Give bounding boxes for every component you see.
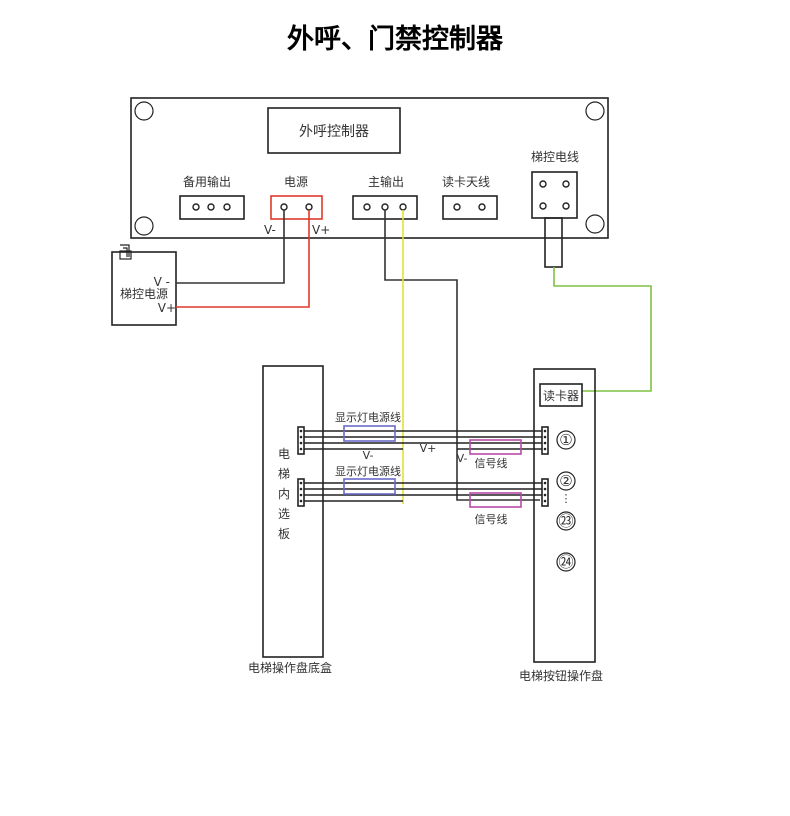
power-supply-plus: V+ xyxy=(158,301,176,315)
pin-icon xyxy=(223,203,231,211)
floor-button-2[interactable]: ② xyxy=(556,471,576,491)
power-label: 电源 xyxy=(284,175,308,189)
card-antenna-label: 读卡天线 xyxy=(442,175,490,189)
v-minus-left-label: V- xyxy=(363,449,374,462)
inner-panel-char: 选 xyxy=(278,507,290,521)
floor-button-23[interactable]: ㉓ xyxy=(556,511,576,531)
floor-button-label: ② xyxy=(559,472,572,490)
inner-panel-char: 板 xyxy=(278,527,290,541)
backup-output-port xyxy=(179,195,245,220)
floor-button-1[interactable]: ① xyxy=(556,430,576,450)
display-power-label-1: 显示灯电源线 xyxy=(335,410,401,424)
backup-output-label: 备用输出 xyxy=(183,174,231,189)
floor-button-24[interactable]: ㉔ xyxy=(556,552,576,572)
pin-icon xyxy=(539,180,547,188)
inner-panel-char: 内 xyxy=(278,487,290,501)
power-plus-wire xyxy=(176,210,310,308)
signal-label-1: 信号线 xyxy=(475,456,508,470)
power-supply-minus: V - xyxy=(154,275,170,289)
floor-button-label: ㉓ xyxy=(558,512,573,530)
button-circle-icon xyxy=(556,430,576,450)
plug-icon xyxy=(119,244,132,260)
display-power-box-1 xyxy=(343,425,396,442)
button-panel-caption: 电梯按钮操作盘 xyxy=(519,668,603,683)
mount-hole-icon xyxy=(585,214,605,234)
signal-box-2 xyxy=(469,492,522,508)
pin-icon xyxy=(562,202,570,210)
mount-hole-icon xyxy=(134,216,154,236)
pin-icon xyxy=(305,203,313,211)
main-output-black-wire xyxy=(384,210,540,501)
signal-label-2: 信号线 xyxy=(475,512,508,526)
elevator-control-plug xyxy=(544,217,563,268)
power-port xyxy=(270,195,323,220)
pin-icon xyxy=(280,203,288,211)
floor-button-label: ① xyxy=(559,431,572,449)
inner-panel-char: 电 xyxy=(278,447,290,461)
mount-hole-icon xyxy=(585,101,605,121)
card-reader-label: 读卡器 xyxy=(543,389,579,403)
floor-button-label: ㉔ xyxy=(558,553,573,571)
display-power-label-2: 显示灯电源线 xyxy=(335,464,401,478)
elevator-control-connector xyxy=(531,171,578,219)
pin-icon xyxy=(381,203,389,211)
button-ellipsis: ⋮ xyxy=(561,492,572,505)
button-panel: 读卡器 ① ② ⋮ ㉓ ㉔ 电梯按钮操作盘 xyxy=(519,368,603,683)
inner-panel-outline xyxy=(262,365,324,658)
power-supply: V - 梯控电源 V+ xyxy=(111,244,177,326)
card-antenna-port xyxy=(442,195,498,220)
pin-icon xyxy=(562,180,570,188)
pin-icon xyxy=(192,203,200,211)
button-panel-outline xyxy=(533,368,596,663)
pin-icon xyxy=(363,203,371,211)
pin-icon xyxy=(453,203,461,211)
button-circle-icon xyxy=(556,471,576,491)
card-reader-wire xyxy=(553,267,652,392)
inner-panel: 电 梯 内 选 板 电梯操作盘底盒 xyxy=(248,365,332,675)
button-circle-icon xyxy=(556,511,576,531)
elevator-control-line-label: 梯控电线 xyxy=(531,150,579,164)
card-reader-box xyxy=(539,383,583,407)
controller-board: 外呼控制器 备用输出 电源 V- V+ 主输出 读卡天线 梯控电线 xyxy=(130,97,609,268)
inner-panel-char: 梯 xyxy=(278,467,290,481)
pin-icon xyxy=(399,203,407,211)
power-supply-name: 梯控电源 xyxy=(120,287,168,301)
power-supply-outline xyxy=(111,251,177,326)
display-power-box-2 xyxy=(343,478,396,495)
harness-connector-right-1 xyxy=(541,426,549,455)
page-title: 外呼、门禁控制器 xyxy=(287,24,504,55)
pin-icon xyxy=(539,202,547,210)
pin-icon xyxy=(478,203,486,211)
power-plus-label: V+ xyxy=(312,223,330,237)
main-output-label: 主输出 xyxy=(368,174,404,189)
harness-connector-left-2 xyxy=(297,478,305,507)
signal-box-1 xyxy=(469,439,522,455)
v-plus-label: V+ xyxy=(420,442,437,455)
controller-name-box xyxy=(267,107,401,154)
button-circle-icon xyxy=(556,552,576,572)
controller-outline xyxy=(130,97,609,239)
harness-connector-left-1 xyxy=(297,426,305,455)
inner-panel-caption: 电梯操作盘底盒 xyxy=(248,660,332,675)
controller-name: 外呼控制器 xyxy=(299,124,369,140)
mount-hole-icon xyxy=(134,101,154,121)
v-minus-right-label: V- xyxy=(457,452,468,465)
pin-icon xyxy=(207,203,215,211)
power-minus-wire xyxy=(176,210,285,284)
harness-connector-right-2 xyxy=(541,478,549,507)
power-minus-label: V- xyxy=(264,223,276,237)
